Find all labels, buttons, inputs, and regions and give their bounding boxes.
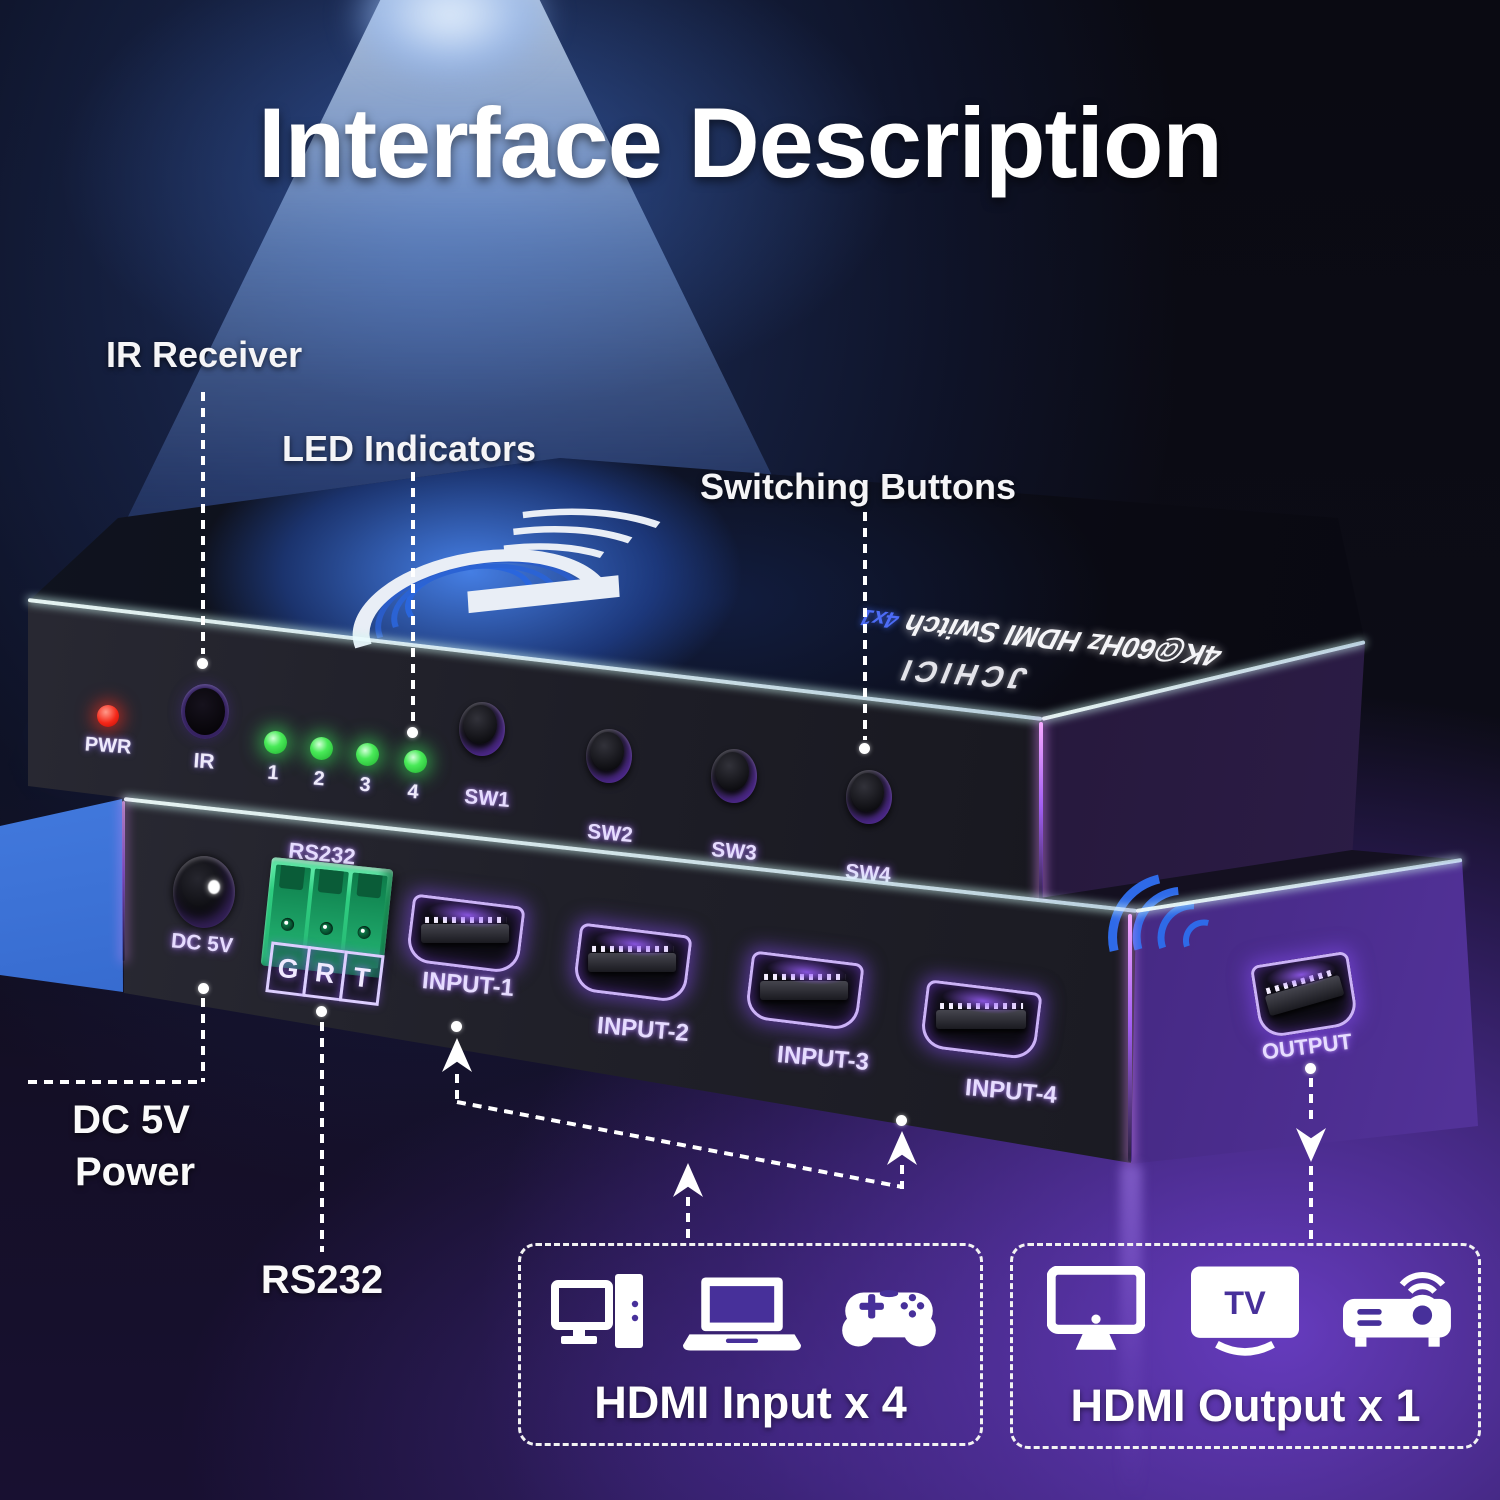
- hdmi-tongue: [1264, 968, 1345, 1016]
- leader-line-dc-h: [28, 1080, 204, 1084]
- callout-dc-power-2: Power: [74, 1150, 196, 1194]
- model-badge-text: 4x1: [853, 604, 904, 634]
- leader-dot-rs232: [316, 1006, 327, 1017]
- hdmi-contacts: [1265, 968, 1336, 994]
- page-title: Interface Description: [258, 87, 1223, 198]
- leader-line-rs232: [320, 1022, 324, 1252]
- switch-button-sw4: [846, 770, 892, 824]
- hdmi-contacts: [591, 946, 674, 953]
- leader-line-output-1: [1309, 1078, 1313, 1126]
- leader-line-inputs-mid: [686, 1197, 690, 1245]
- hdmi-contacts: [939, 1003, 1023, 1010]
- hdmi-tongue: [588, 946, 677, 973]
- ir-label: IR: [192, 749, 216, 774]
- projector-icon: [1343, 1260, 1455, 1356]
- ir-receiver-window: [181, 684, 229, 739]
- leader-line-sw: [863, 512, 867, 740]
- hdmi-output-legend-label: HDMI Output x 1: [1070, 1380, 1421, 1431]
- led-label-3: 3: [358, 773, 372, 797]
- leader-line-output-2: [1309, 1166, 1313, 1242]
- led-indicator-3: [356, 743, 379, 766]
- leader-dot-dc: [198, 983, 209, 994]
- led-label-2: 2: [312, 767, 326, 791]
- switch-button-sw3: [711, 749, 757, 803]
- terminal-screw: [280, 917, 295, 932]
- led-label-4: 4: [406, 780, 420, 804]
- terminal-screw: [318, 921, 333, 936]
- light-source: [350, 0, 550, 80]
- hdmi-contacts: [763, 974, 846, 981]
- hdmi-input-port-1: [405, 893, 526, 975]
- leader-dot-sw: [859, 743, 870, 754]
- hdmi-output-legend-box: TV HDMI Output x 1: [1010, 1243, 1481, 1449]
- hdmi-input-port-3: [744, 950, 865, 1032]
- hdmi-contacts: [424, 917, 507, 924]
- leader-line-ir: [201, 392, 205, 654]
- power-led-label: PWR: [83, 733, 133, 759]
- leader-line-input1: [455, 1074, 459, 1102]
- led-indicator-4: [404, 750, 427, 773]
- arrow-up-inputs-mid: [673, 1163, 703, 1197]
- laptop-icon: [683, 1274, 801, 1354]
- tv-icon-text: TV: [1224, 1285, 1266, 1321]
- callout-led-indicators: LED Indicators: [282, 428, 537, 469]
- terminal-notch: [317, 868, 345, 895]
- hdmi-tongue: [760, 974, 849, 1001]
- leader-line-input4: [900, 1165, 904, 1189]
- switch-button-sw1: [459, 702, 505, 756]
- led-indicator-2: [310, 737, 333, 760]
- led-label-1: 1: [266, 761, 280, 785]
- leader-line-inputs-slant: [456, 1100, 903, 1189]
- monitor-icon: [1047, 1266, 1145, 1350]
- callout-dc-power-1: DC 5V: [72, 1098, 190, 1142]
- leader-dot-led: [407, 727, 418, 738]
- jack-glint: [207, 880, 220, 895]
- hdmi-input-legend-box: HDMI Input x 4: [518, 1243, 983, 1446]
- front-right-edge: [1039, 722, 1043, 910]
- callout-rs232: RS232: [260, 1258, 384, 1302]
- led-indicator-1: [264, 731, 287, 754]
- leader-line-dc-v: [201, 998, 205, 1082]
- rear-left-edge: [122, 801, 125, 961]
- leader-dot-ir: [197, 658, 208, 669]
- hdmi-input-port-2: [572, 922, 693, 1004]
- leader-line-led: [411, 472, 415, 724]
- leader-dot-output: [1305, 1063, 1316, 1074]
- callout-ir-receiver: IR Receiver: [106, 334, 303, 375]
- desktop-pc-icon: [551, 1274, 643, 1348]
- dc-power-jack: [173, 856, 235, 928]
- arrow-up-input4: [887, 1131, 917, 1165]
- terminal-notch: [355, 873, 383, 899]
- pin-t: T: [338, 950, 385, 1006]
- hdmi-tongue: [935, 1003, 1027, 1030]
- switch-button-sw2: [586, 729, 632, 783]
- tv-icon: TV: [1191, 1266, 1299, 1360]
- hdmi-input-legend-label: HDMI Input x 4: [594, 1377, 907, 1428]
- rear-right-edge: [1128, 914, 1132, 1162]
- hdmi-input-port-4: [919, 979, 1043, 1061]
- terminal-notch: [279, 864, 306, 891]
- callout-switching-buttons: Switching Buttons: [700, 466, 1016, 507]
- leader-dot-input1: [451, 1021, 462, 1032]
- terminal-screw: [357, 925, 372, 940]
- leader-dot-input4: [896, 1115, 907, 1126]
- hdmi-tongue: [421, 917, 510, 944]
- game-controller-icon: [833, 1282, 945, 1354]
- power-led: [97, 705, 119, 727]
